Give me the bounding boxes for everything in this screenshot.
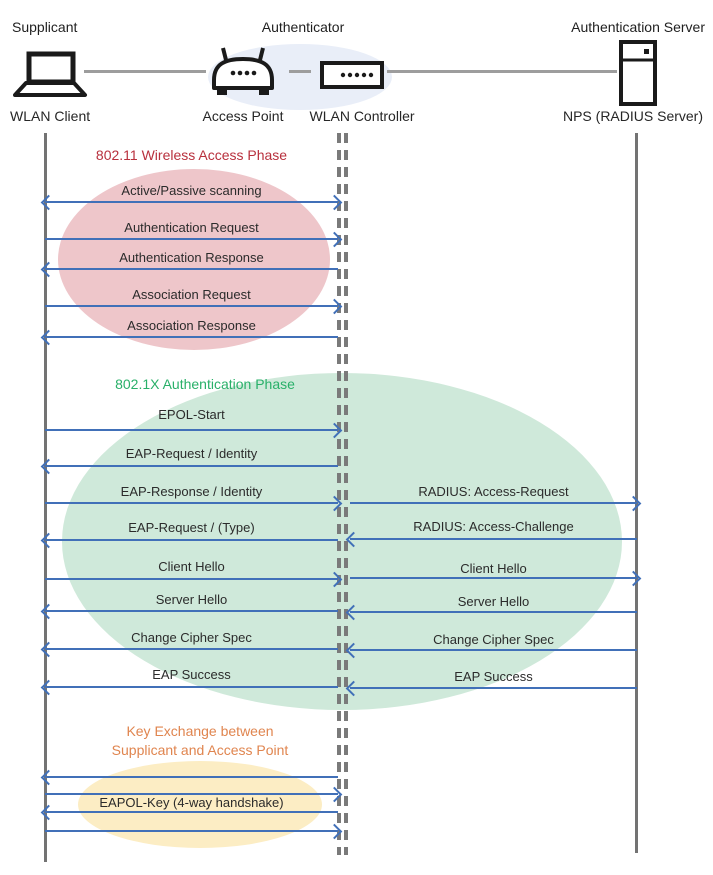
message-label: Association Request — [132, 287, 251, 302]
message-label: EAP Success — [152, 667, 231, 682]
message-label: EPOL-Start — [158, 407, 225, 422]
server-icon — [619, 40, 657, 106]
role-supplicant: Supplicant — [12, 19, 78, 35]
message-arrow — [345, 531, 637, 548]
access-point-icon — [212, 47, 274, 95]
device-wlan-controller: WLAN Controller — [309, 108, 415, 124]
lifeline-wlan-controller-dash-1 — [337, 133, 341, 855]
message-label: RADIUS: Access-Request — [418, 484, 569, 499]
message-label: Authentication Response — [119, 250, 264, 265]
message-arrow — [45, 231, 343, 248]
message-arrow — [45, 422, 343, 439]
phase2-title: 802.1X Authentication Phase — [115, 376, 295, 392]
message-arrow — [45, 495, 343, 512]
message-arrow — [45, 786, 343, 803]
message-arrow — [40, 261, 338, 278]
message-label: EAP-Request / (Type) — [128, 520, 255, 535]
message-arrow — [345, 642, 637, 659]
message-arrow — [40, 532, 338, 549]
message-arrow — [40, 194, 343, 211]
message-arrow — [345, 680, 637, 697]
message-label: Server Hello — [155, 592, 228, 607]
message-label: Client Hello — [158, 559, 225, 574]
role-authenticator: Authenticator — [261, 19, 345, 35]
wlan-controller-icon — [320, 61, 384, 89]
message-label: EAP Success — [454, 669, 533, 684]
phase1-ellipse — [58, 169, 330, 350]
device-nps-radius-server: NPS (RADIUS Server) — [562, 108, 704, 124]
device-access-point: Access Point — [202, 108, 284, 124]
message-label: Server Hello — [457, 594, 530, 609]
lifeline-radius-server — [635, 133, 638, 853]
message-label: EAPOL-Key (4-way handshake) — [99, 795, 284, 810]
message-arrow — [40, 603, 338, 620]
message-label: Association Response — [127, 318, 256, 333]
message-arrow — [45, 823, 343, 840]
connector-ap-controller — [289, 70, 311, 73]
message-arrow — [40, 641, 338, 658]
message-arrow — [40, 804, 338, 821]
phase3-title: Key Exchange between Supplicant and Acce… — [45, 722, 355, 760]
message-label: EAP-Request / Identity — [125, 446, 258, 461]
message-label: Active/Passive scanning — [121, 183, 262, 198]
message-arrow — [45, 298, 343, 315]
message-arrow — [40, 329, 338, 346]
phase2-ellipse — [62, 373, 622, 710]
phase3-title-line1: Key Exchange between — [126, 723, 274, 739]
connector-controller-server — [387, 70, 617, 73]
connector-client-ap — [84, 70, 206, 73]
message-label: Authentication Request — [124, 220, 259, 235]
message-arrow — [45, 571, 343, 588]
lifeline-wlan-client — [44, 133, 47, 862]
laptop-icon — [13, 51, 87, 97]
message-label: Change Cipher Spec — [433, 632, 554, 647]
message-label: Change Cipher Spec — [131, 630, 252, 645]
message-arrow — [40, 679, 338, 696]
phase3-ellipse — [78, 761, 322, 848]
role-authentication-server: Authentication Server — [571, 19, 705, 35]
message-arrow — [40, 458, 338, 475]
message-label: RADIUS: Access-Challenge — [413, 519, 574, 534]
message-arrow — [350, 570, 642, 587]
message-arrow — [350, 495, 642, 512]
message-label: Client Hello — [460, 561, 527, 576]
message-label: EAP-Response / Identity — [120, 484, 263, 499]
phase1-title: 802.11 Wireless Access Phase — [95, 147, 288, 163]
device-wlan-client: WLAN Client — [10, 108, 91, 124]
message-arrow — [40, 769, 338, 786]
lifeline-wlan-controller-dash-2 — [344, 133, 348, 855]
phase3-title-line2: Supplicant and Access Point — [111, 742, 289, 758]
message-arrow — [345, 604, 637, 621]
